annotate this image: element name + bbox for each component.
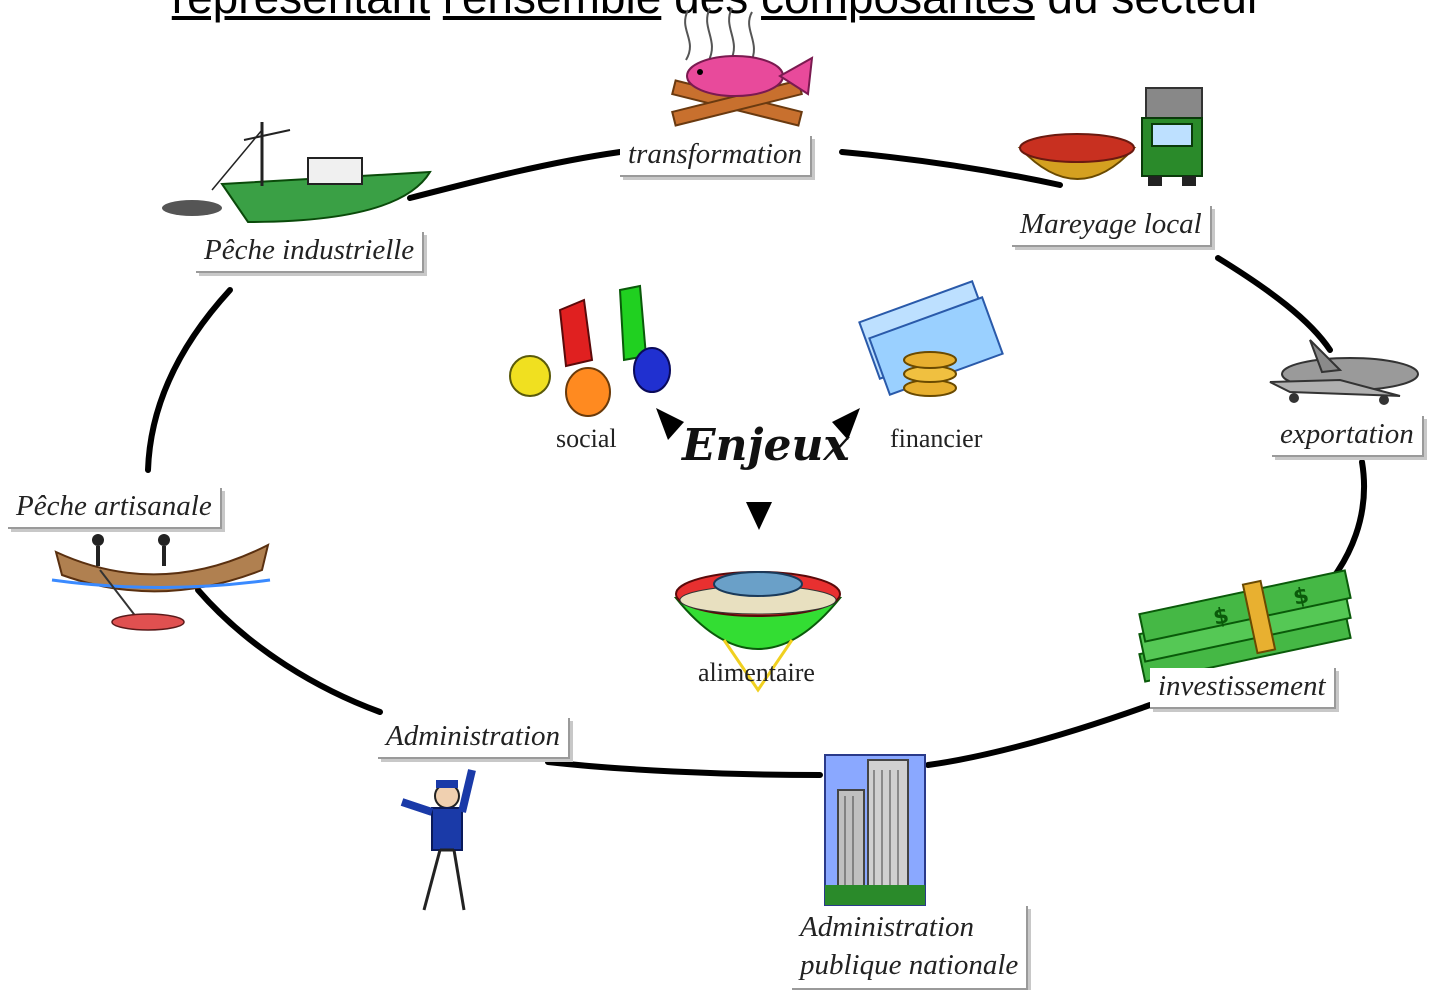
peche-artisanale-canoe-icon — [51, 534, 271, 631]
svg-text:$: $ — [1291, 583, 1311, 611]
label-transformation: transformation — [620, 136, 813, 177]
exportation-airplane-icon — [1269, 339, 1419, 405]
arc-administration-artisanale — [195, 587, 383, 715]
label-alimentaire: alimentaire — [698, 658, 815, 687]
header-text: représentant l'ensemble des composantes … — [0, 0, 1434, 24]
label-administration-publique-nationale: Administration publique nationale — [792, 906, 1029, 990]
arc-industrielle-transformation — [407, 149, 623, 201]
header-words: représentant l'ensemble des composantes … — [172, 0, 1262, 23]
enjeux-title: Enjeux — [682, 420, 850, 471]
arrow-to-social — [656, 408, 684, 440]
label-admin-pub-line2: publique nationale — [800, 949, 1019, 981]
social-people-icon — [509, 284, 671, 417]
header-word: composantes — [761, 0, 1035, 23]
peche-industrielle-trawler-icon — [162, 122, 432, 224]
label-administration: Administration — [378, 718, 571, 759]
financier-money-icon — [858, 280, 1004, 397]
header-word: représentant — [172, 0, 430, 23]
label-social: social — [556, 424, 617, 453]
arc-mareyage-exportation — [1215, 255, 1333, 353]
header-word: du secteur — [1035, 0, 1262, 23]
arc-adminpub-administration — [545, 759, 823, 778]
header-word: l'ensemble — [443, 0, 661, 23]
alimentaire-food-icon — [673, 571, 843, 693]
label-exportation: exportation — [1272, 416, 1424, 457]
label-mareyage-local: Mareyage local — [1012, 206, 1212, 247]
adminpub-buildings-icon — [824, 754, 926, 906]
arc-transformation-mareyage — [839, 149, 1063, 188]
label-admin-pub-line1: Administration — [800, 911, 975, 943]
label-peche-industrielle: Pêche industrielle — [196, 232, 425, 273]
investissement-money-icon: $ $ — [1138, 569, 1352, 683]
label-financier: financier — [890, 424, 983, 453]
arc-investissement-adminpub — [925, 702, 1153, 768]
mareyage-bowl-truck-icon — [1017, 87, 1203, 186]
transformation-fish-icon — [671, 7, 814, 127]
label-investissement: investissement — [1150, 668, 1336, 709]
enjeux-arrows — [656, 408, 860, 530]
administration-police-icon — [400, 769, 476, 911]
svg-text:$: $ — [1211, 603, 1231, 631]
arrow-to-financier — [832, 408, 860, 440]
label-peche-artisanale: Pêche artisanale — [8, 488, 222, 529]
arrow-to-alimentaire — [746, 502, 772, 530]
arc-artisanale-industrielle — [145, 287, 233, 473]
